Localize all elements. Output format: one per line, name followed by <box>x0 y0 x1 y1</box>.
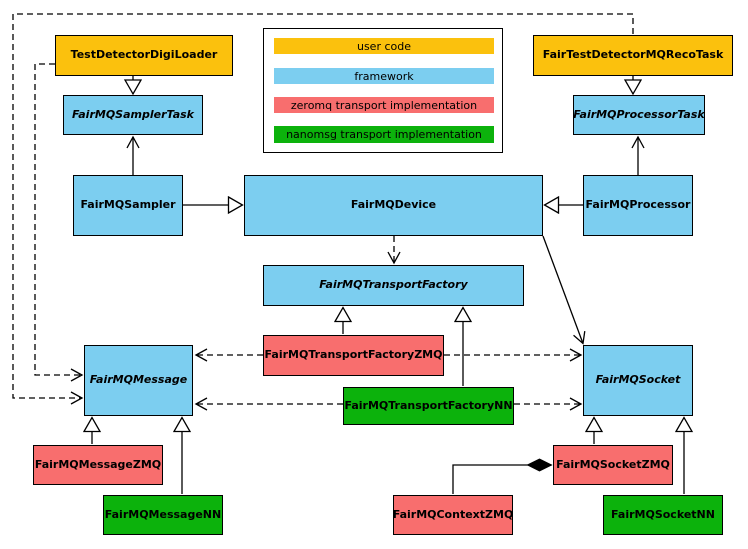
node-label: FairMQSocketNN <box>611 507 715 521</box>
legend-item-user-code: user code <box>274 38 494 54</box>
node-label: FairMQMessageZMQ <box>34 457 162 471</box>
node-fairmqdevice: FairMQDevice <box>244 175 543 236</box>
node-label: FairTestDetectorMQRecoTask <box>542 48 724 62</box>
node-fairmqprocessortask: FairMQProcessorTask <box>573 95 705 135</box>
node-fairmqsocketnn: FairMQSocketNN <box>603 495 723 535</box>
node-fairmqtransportfactorynn: FairMQTransportFactoryNN <box>343 387 514 425</box>
node-fairmqsocketzmq: FairMQSocketZMQ <box>553 445 673 485</box>
node-label: FairMQProcessorTask <box>573 107 705 121</box>
node-fairmqmessage: FairMQMessage <box>84 345 193 416</box>
node-label: FairMQContextZMQ <box>392 507 514 521</box>
node-fairmqsocket: FairMQSocket <box>583 345 693 416</box>
legend-item-nanomsg: nanomsg transport implementation <box>274 126 494 143</box>
legend-label: framework <box>354 69 414 83</box>
node-fairmqtransportfactoryzmq: FairMQTransportFactoryZMQ <box>263 335 444 376</box>
edge-digiloader-message-dependency <box>34 63 84 382</box>
legend: user code framework zeromq transport imp… <box>263 28 503 153</box>
legend-item-zeromq: zeromq transport implementation <box>274 97 494 113</box>
node-label: FairMQSampler <box>80 198 176 212</box>
node-testdetectordigiloader: TestDetectorDigiLoader <box>55 35 233 76</box>
legend-item-framework: framework <box>274 68 494 84</box>
node-fairtestdetectormqrecotask: FairTestDetectorMQRecoTask <box>533 35 733 76</box>
node-label: FairMQSocket <box>595 373 681 387</box>
node-label: FairMQTransportFactoryNN <box>344 398 513 412</box>
legend-label: user code <box>356 39 412 53</box>
edge-contextzmq-socketzmq-composition <box>452 465 552 494</box>
node-fairmqsamplertask: FairMQSamplerTask <box>63 95 203 135</box>
node-fairmqprocessor: FairMQProcessor <box>583 175 693 236</box>
node-label: FairMQSocketZMQ <box>556 457 670 471</box>
node-fairmqmessagenn: FairMQMessageNN <box>103 495 223 535</box>
legend-label: nanomsg transport implementation <box>286 128 482 141</box>
node-fairmqsampler: FairMQSampler <box>73 175 183 236</box>
node-fairmqtransportfactory: FairMQTransportFactory <box>263 265 524 306</box>
node-label: FairMQSamplerTask <box>72 107 194 121</box>
node-label: FairMQProcessor <box>585 198 691 212</box>
node-label: FairMQTransportFactoryZMQ <box>264 348 443 362</box>
edge-recotask-message-dependency <box>12 13 634 405</box>
node-label: FairMQMessageNN <box>104 507 222 521</box>
edge-device-socket-association <box>542 235 586 345</box>
node-label: FairMQTransportFactory <box>319 278 468 292</box>
node-label: TestDetectorDigiLoader <box>70 48 218 62</box>
node-label: FairMQDevice <box>350 198 437 212</box>
node-label: FairMQMessage <box>89 373 188 387</box>
node-fairmqcontextzmq: FairMQContextZMQ <box>393 495 513 535</box>
node-fairmqmessagezmq: FairMQMessageZMQ <box>33 445 163 485</box>
legend-label: zeromq transport implementation <box>290 98 478 112</box>
